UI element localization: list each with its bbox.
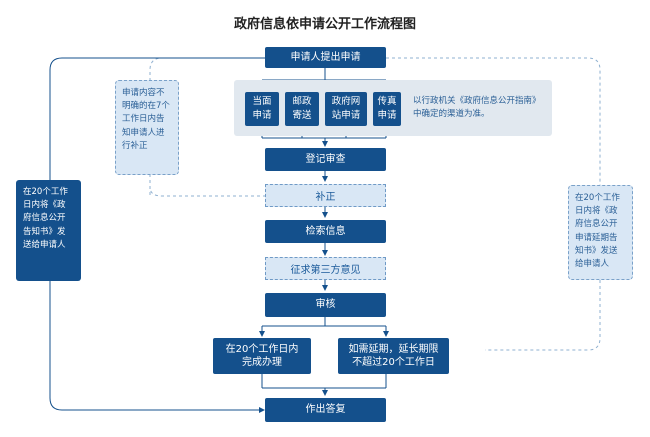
- register-node: 登记审查: [265, 148, 386, 171]
- right-note: 在20个工作 日内将《政 府信息公开 申请延期告 知书》发送 给申请人: [568, 185, 633, 280]
- reply-node: 作出答复: [265, 398, 386, 422]
- channel-postal: 邮政 寄送: [285, 92, 319, 126]
- channel-note: 以行政机关《政府信息公开指南》 中确定的渠道为准。: [413, 96, 541, 120]
- channel-fax: 传真 申请: [373, 92, 401, 126]
- page-title: 政府信息依申请公开工作流程图: [233, 17, 416, 32]
- review-node: 审核: [265, 293, 386, 317]
- within-20-days-node: 在20个工作日内 完成办理: [213, 338, 311, 374]
- left-inner-note: 申请内容不 明确的在7个 工作日内告 知申请人进 行补正: [115, 80, 179, 175]
- extension-node: 如需延期，延长期限 不超过20个工作日: [338, 338, 449, 374]
- channel-website: 政府网 站申请: [325, 92, 367, 126]
- retrieve-node: 检索信息: [265, 220, 386, 243]
- third-party-node: 征求第三方意见: [265, 257, 386, 280]
- channel-in-person: 当面 申请: [245, 92, 279, 126]
- left-outer-note: 在20个工作 日内将《政 府信息公开 告知书》发 送给申请人: [16, 180, 81, 281]
- apply-node: 申请人提出申请: [265, 47, 386, 68]
- supplement-node: 补正: [265, 184, 386, 207]
